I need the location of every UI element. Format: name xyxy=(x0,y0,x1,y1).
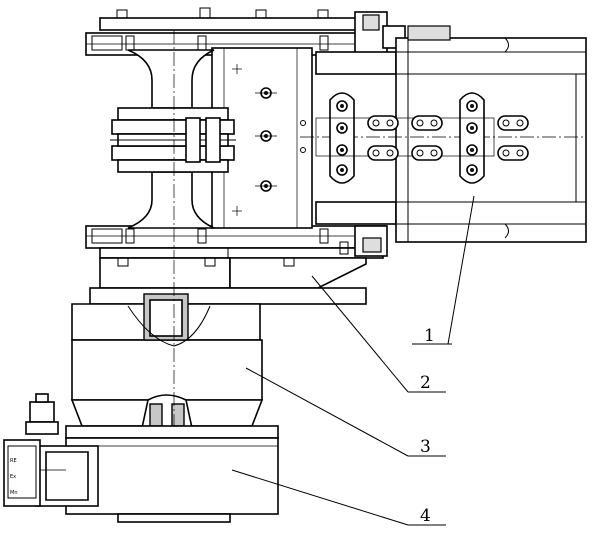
svg-text:RE: RE xyxy=(10,458,17,464)
svg-text:Ex: Ex xyxy=(10,474,16,480)
callout-labels: 1 2 3 4 xyxy=(420,326,435,526)
callout-2: 2 xyxy=(420,373,431,393)
plate-bolts xyxy=(255,87,306,192)
mounting-bracket xyxy=(89,248,367,305)
callout-1: 1 xyxy=(424,326,435,346)
leader-lines xyxy=(231,195,475,526)
callout-4: 4 xyxy=(420,506,431,526)
drum xyxy=(110,30,236,260)
callout-3: 3 xyxy=(420,437,431,457)
right-beam xyxy=(300,25,587,243)
motor-unit: RE Ex Mn xyxy=(3,393,279,523)
clamp-links xyxy=(315,92,529,184)
gear-housing xyxy=(70,260,264,520)
svg-text:Mn: Mn xyxy=(10,490,17,496)
